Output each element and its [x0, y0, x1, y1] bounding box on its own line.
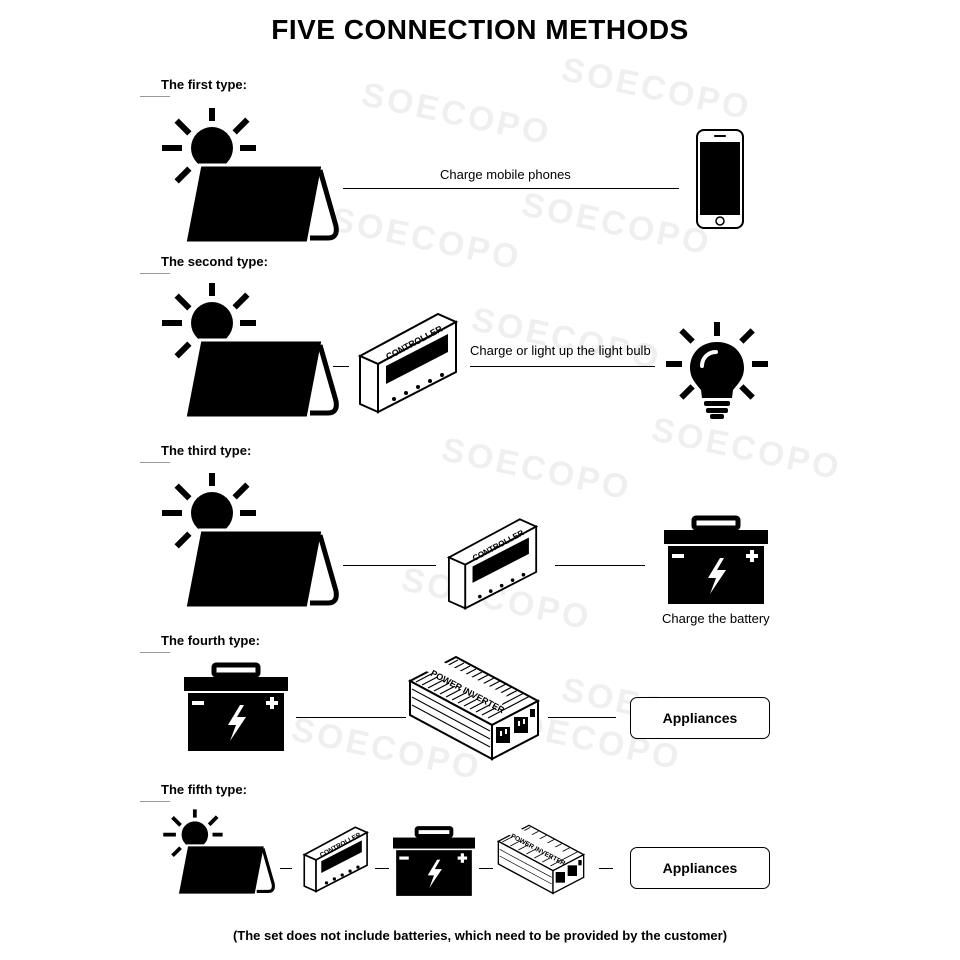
battery-icon — [393, 826, 475, 896]
charge-bulb-caption: Charge or light up the light bulb — [470, 343, 651, 358]
label-underline — [140, 652, 170, 653]
appliances-box: Appliances — [630, 847, 770, 889]
watermark: SOECOPO — [558, 50, 755, 128]
fifth-type-label: The fifth type: — [161, 782, 247, 797]
connection-line — [280, 868, 292, 869]
label-underline — [140, 96, 170, 97]
solar-panel-icon — [162, 473, 339, 610]
charge-battery-caption: Charge the battery — [662, 611, 770, 626]
charge-controller-icon: CONTROLLER — [357, 312, 459, 414]
connection-line — [479, 868, 493, 869]
connection-line — [555, 565, 645, 566]
power-inverter-icon: POWER INVERTER — [496, 824, 586, 895]
smartphone-icon — [696, 129, 744, 229]
label-underline — [140, 462, 170, 463]
charge-controller-icon: CONTROLLER — [446, 518, 539, 610]
charge-phones-caption: Charge mobile phones — [440, 167, 571, 182]
solar-panel-icon — [162, 283, 339, 420]
power-inverter-icon: POWER INVERTER — [407, 655, 541, 761]
watermark: SOECOPO — [358, 75, 555, 153]
battery-icon — [184, 662, 288, 751]
watermark: SOECOPO — [328, 200, 525, 278]
connection-line — [343, 565, 436, 566]
charge-controller-icon: CONTROLLER — [302, 826, 369, 893]
connection-line — [548, 717, 616, 718]
first-type-label: The first type: — [161, 77, 247, 92]
label-underline — [140, 273, 170, 274]
page-title: FIVE CONNECTION METHODS — [271, 14, 689, 45]
connection-line — [343, 188, 679, 189]
fourth-type-label: The fourth type: — [161, 633, 260, 648]
connection-line — [470, 366, 655, 367]
third-type-label: The third type: — [161, 443, 252, 458]
connection-line — [333, 366, 349, 367]
connection-line — [375, 868, 389, 869]
footnote: (The set does not include batteries, whi… — [232, 928, 728, 943]
appliances-box: Appliances — [630, 697, 770, 739]
battery-icon — [664, 515, 768, 604]
watermark: SOECOPO — [438, 430, 635, 508]
solar-panel-icon — [163, 809, 275, 896]
watermark: SOECOPO — [518, 185, 715, 263]
second-type-label: The second type: — [161, 254, 268, 269]
connection-line — [599, 868, 613, 869]
label-underline — [140, 801, 170, 802]
watermark: SOECOPO — [648, 410, 845, 488]
light-bulb-icon — [666, 322, 768, 419]
connection-line — [296, 717, 406, 718]
solar-panel-icon — [162, 108, 339, 245]
